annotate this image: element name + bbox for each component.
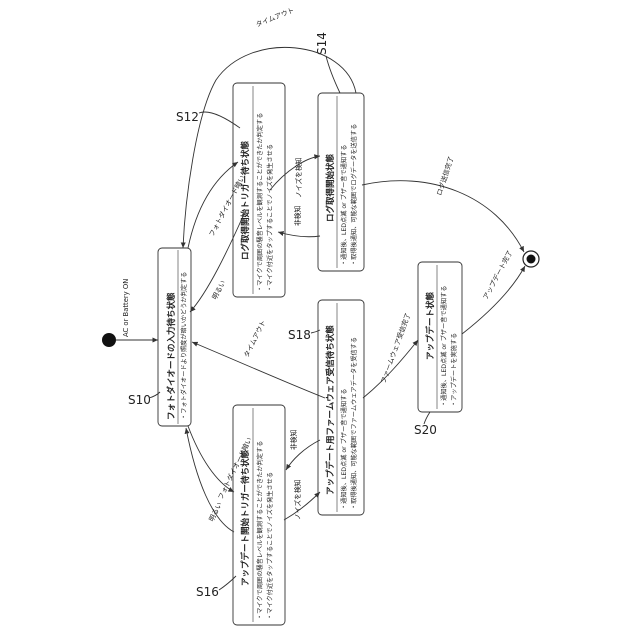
state-s18: アップデート用ファームウェア受信待ち状態 ・通知後、LED点滅 or ブザー音で… [318,300,364,515]
ref-s12: S12 [176,110,199,124]
state-s20: アップデート状態 ・通知後、LED点滅 or ブザー音で通知する ・アップデート… [418,262,462,412]
state-s20-desc-1: ・通知後、LED点滅 or ブザー音で通知する [440,286,448,407]
state-s12: ログ取得開始トリガー待ち状態 ・マイクで周囲の騒音レベルを観測することができたか… [233,83,285,297]
ref-s14: S14 [315,32,329,55]
state-s12-title: ログ取得開始トリガー待ち状態 [240,140,251,260]
ref-s20: S20 [414,423,437,437]
state-s20-title: アップデート状態 [425,291,436,360]
label-s18-s10: タイムアウト [242,318,268,358]
state-s12-desc-2: ・マイク付近をタップすることでノイズを発生させる [266,144,274,292]
label-s14-end: ログ送信完了 [434,155,455,197]
ref-s18: S18 [288,328,311,342]
label-s18-s16: 非検知 [289,429,298,450]
label-s20-end: アップデート完了 [481,249,515,301]
edge-s16-s18 [284,492,320,520]
label-s18-s20: ファームウェア受信完了 [378,311,412,384]
final-state-dot [527,255,536,264]
state-s10: フォトダイオードの入力待ち状態 ・フォトダイオードより照度が暗いかどうか判定する [158,248,191,426]
state-s10-desc: ・フォトダイオードより照度が暗いかどうか判定する [180,272,188,420]
state-s16-title: アップデート開始トリガー待ち状態 [240,449,251,586]
state-s20-desc-2: ・アップデートを実施する [450,333,458,407]
label-s14-s10: タイムアウト [254,5,295,29]
state-s16: アップデート開始トリガー待ち状態 ・マイクで周囲の騒音レベルを観測することができ… [233,405,285,625]
state-s10-title: フォトダイオードの入力待ち状態 [166,292,177,420]
label-s16-s18: ノイズを検知 [293,479,302,520]
state-s18-title: アップデート用ファームウェア受信待ち状態 [325,325,336,495]
state-s12-desc-1: ・マイクで周囲の騒音レベルを観測することができたか判定する [256,113,264,292]
label-s12-s14: ノイズを検知 [294,157,303,198]
label-s12-s10: 明るい [211,279,228,301]
state-s16-desc-1: ・マイクで周囲の騒音レベルを観測することができたか判定する [256,441,264,620]
initial-label: AC or Battery ON [122,279,130,337]
state-s14-desc-1: ・通知後、LED点滅 or ブザー音で通知する [340,145,348,266]
ref-s10: S10 [128,393,151,407]
ref-s16: S16 [196,585,219,599]
state-s16-desc-2: ・マイク付近をタップすることでノイズを発生させる [266,472,274,620]
state-s14-desc-2: ・取得後通知、可能な範囲でログデータを送信する [350,124,358,266]
state-s14-title: ログ取得開始状態 [325,153,336,222]
edge-s18-s10 [192,342,325,398]
label-s14-s12: 非検知 [293,205,302,226]
initial-state-dot [102,333,116,347]
state-s18-desc-2: ・取得後通知、可能な範囲でファームウェアデータを受信する [350,337,358,510]
state-s18-desc-1: ・通知後、LED点滅 or ブザー音で通知する [340,389,348,510]
state-s14: ログ取得開始状態 ・通知後、LED点滅 or ブザー音で通知する ・取得後通知、… [318,93,364,271]
